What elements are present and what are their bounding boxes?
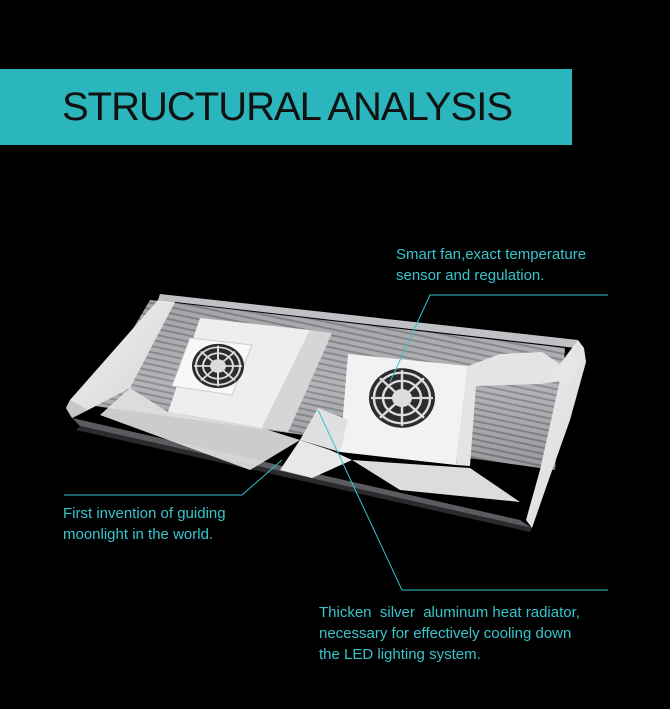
callout-heat-radiator: Thicken silver aluminum heat radiator, n… xyxy=(319,602,580,665)
callout-smart-fan: Smart fan,exact temperature sensor and r… xyxy=(396,244,586,286)
leader-line-fan xyxy=(389,294,608,383)
right-end-cap xyxy=(526,340,586,528)
callout-moonlight-line-1: First invention of guiding xyxy=(63,505,226,522)
leader-line-radiator xyxy=(317,409,608,591)
callout-radiator-line-1: Thicken silver aluminum heat radiator, xyxy=(319,604,580,621)
callout-radiator-line-2: necessary for effectively cooling down xyxy=(319,625,572,642)
callout-fan-line-1: Smart fan,exact temperature xyxy=(396,246,587,263)
callout-moonlight: First invention of guiding moonlight in … xyxy=(63,503,226,545)
page-title: STRUCTURAL ANALYSIS xyxy=(62,85,513,129)
left-fan-grille-icon xyxy=(192,343,244,389)
left-end-cap xyxy=(66,300,175,418)
callout-moonlight-line-2: moonlight in the world. xyxy=(63,526,214,543)
callout-radiator-line-3: the LED lighting system. xyxy=(319,646,481,663)
title-banner: STRUCTURAL ANALYSIS xyxy=(0,69,572,145)
callout-fan-line-2: sensor and regulation. xyxy=(396,267,545,284)
callout-leader-lines xyxy=(64,294,608,591)
center-panel xyxy=(280,440,520,502)
right-fan-housing xyxy=(300,352,560,466)
right-fan-grille-icon xyxy=(369,368,435,428)
leader-line-moonlight xyxy=(64,459,283,496)
